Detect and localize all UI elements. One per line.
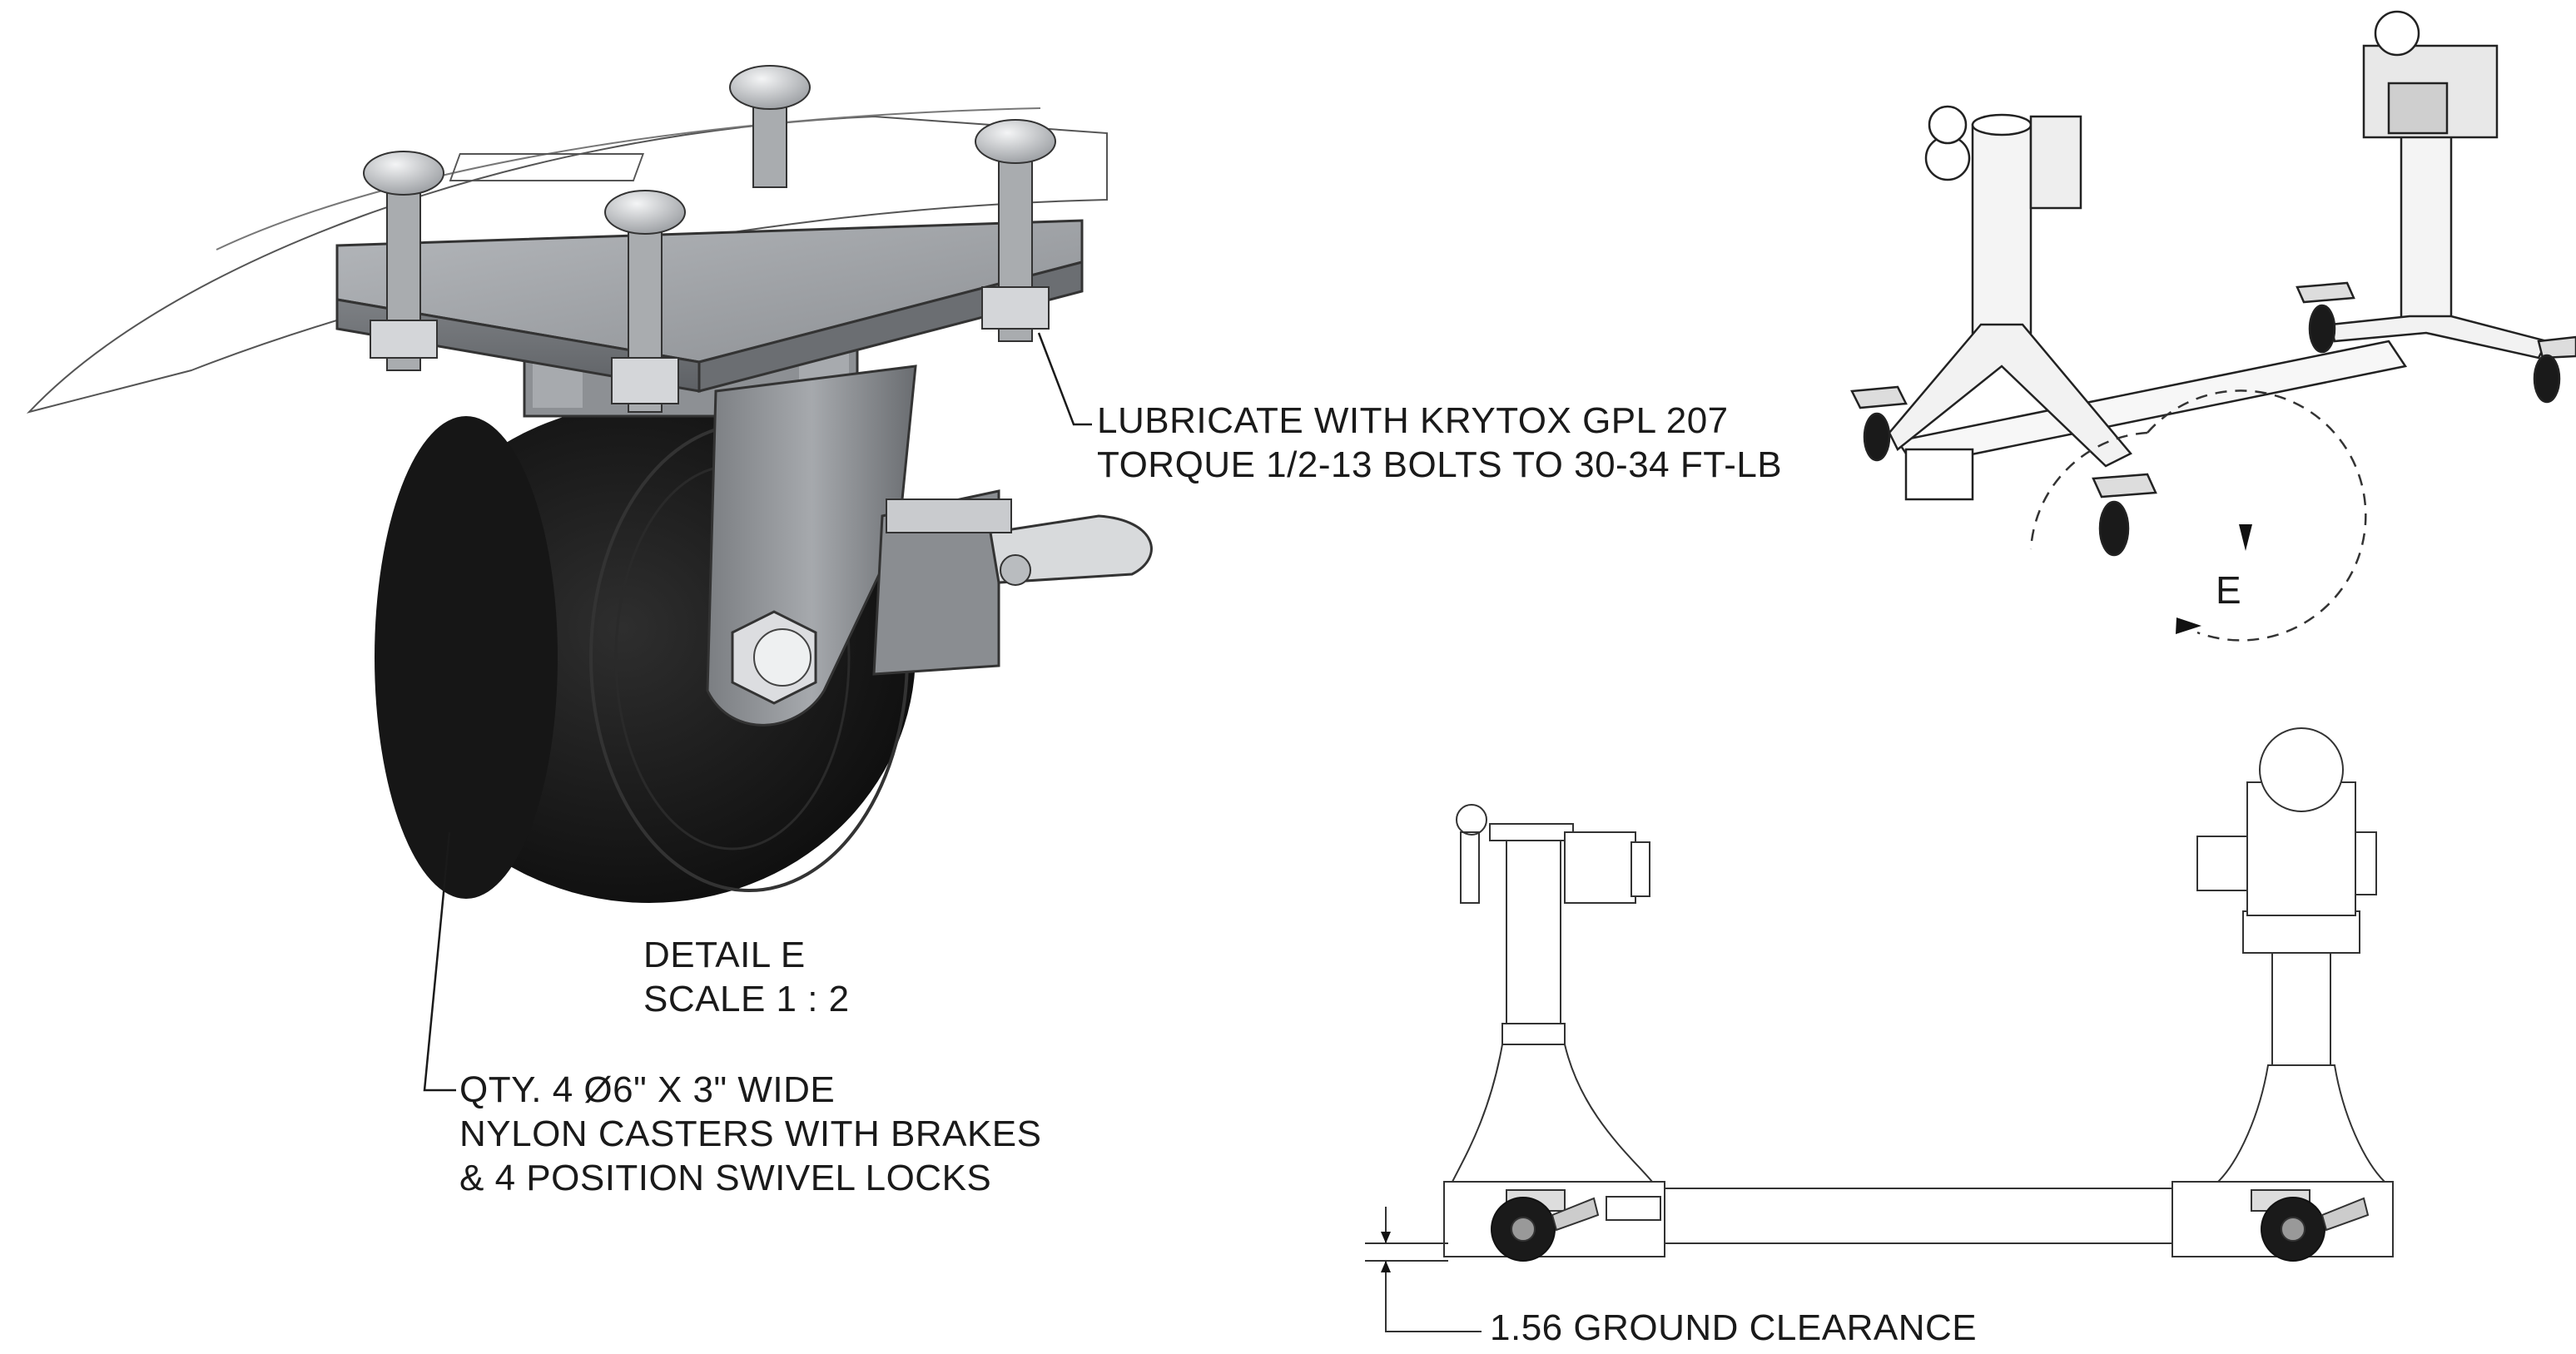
detail-scale: SCALE 1 : 2	[643, 978, 850, 1019]
bolt-front-center	[604, 190, 686, 413]
callout-arrow-top	[2239, 524, 2252, 551]
elevation-caster-left	[1491, 1189, 1600, 1262]
lubrication-note-line-1: LUBRICATE WITH KRYTOX GPL 207	[1097, 400, 1729, 441]
torque-note-line-2: TORQUE 1/2-13 BOLTS TO 30-34 FT-LB	[1097, 444, 1783, 485]
caster-note-line-1: QTY. 4 Ø6" X 3" WIDE	[459, 1069, 836, 1110]
lubricate-leader-line	[1037, 332, 1092, 426]
axle-nut	[731, 610, 817, 705]
top-plate	[335, 219, 1084, 393]
clearance-arrowhead-top	[1381, 1232, 1391, 1243]
brand-logo-plate	[1606, 1196, 1661, 1221]
clearance-leader	[1385, 1261, 1482, 1332]
phantom-slot	[449, 153, 645, 181]
bolt-front-left	[363, 151, 444, 371]
detail-title: DETAIL E	[643, 935, 806, 975]
elevation-caster-right	[2251, 1189, 2370, 1262]
isometric-fixture-view	[1850, 10, 2576, 642]
lubrication-torque-note: LUBRICATE WITH KRYTOX GPL 207 TORQUE 1/2…	[1097, 399, 1782, 488]
iso-caster-front	[2092, 473, 2157, 557]
iso-caster-right-front	[2533, 335, 2576, 404]
clearance-arrowhead-bottom	[1381, 1261, 1391, 1272]
caster-note-line-2: NYLON CASTERS WITH BRAKES	[459, 1113, 1042, 1154]
caster-detail-view	[26, 65, 1153, 1092]
bolt-back	[729, 65, 811, 188]
detail-e-callout-circle-left	[2029, 431, 2148, 550]
ground-clearance-note: 1.56 GROUND CLEARANCE	[1490, 1307, 1978, 1348]
callout-arrow-bottom	[2176, 617, 2201, 634]
detail-e-callout-circle	[2147, 389, 2367, 642]
caster-note-line-3: & 4 POSITION SWIVEL LOCKS	[459, 1157, 992, 1198]
brake-assembly	[872, 489, 1153, 676]
iso-caster-right-back	[2296, 281, 2355, 354]
front-elevation-view	[1365, 727, 2394, 1332]
detail-title-block: DETAIL E SCALE 1 : 2	[643, 934, 850, 1022]
detail-callout-letter: E	[2216, 568, 2242, 612]
caster-spec-note: QTY. 4 Ø6" X 3" WIDE NYLON CASTERS WITH …	[459, 1069, 1042, 1200]
caster-leader-line	[423, 831, 456, 1092]
bolt-right	[975, 119, 1056, 342]
iso-caster-left-back	[1850, 385, 1908, 462]
